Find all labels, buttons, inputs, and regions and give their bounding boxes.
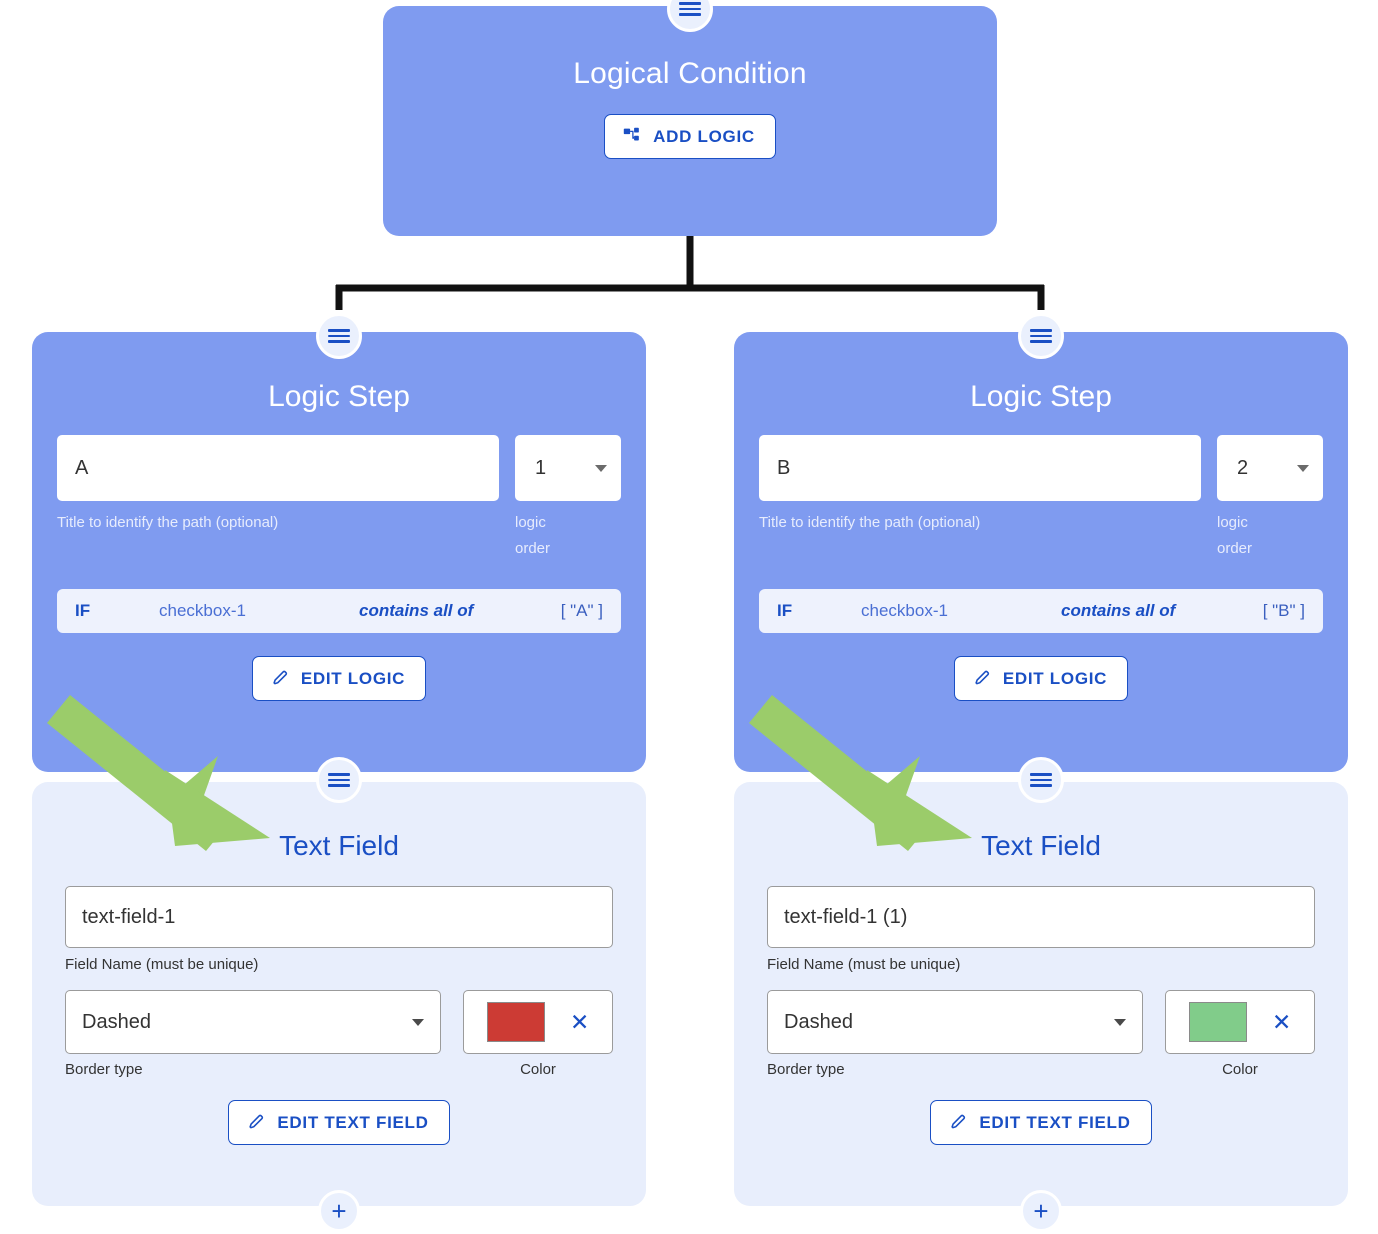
pencil-icon xyxy=(247,1113,266,1132)
color-label-b: Color xyxy=(1222,1061,1258,1078)
chevron-down-icon xyxy=(1114,1018,1126,1026)
border-type-select-b[interactable]: Dashed xyxy=(767,990,1143,1054)
drag-handle-text-field-b[interactable] xyxy=(1018,757,1064,803)
logic-step-card-a: Logic Step Title to identify the path (o… xyxy=(32,332,646,772)
field-name-input-b[interactable] xyxy=(767,886,1315,948)
edit-text-field-label-a: EDIT TEXT FIELD xyxy=(277,1113,429,1132)
hamburger-icon xyxy=(328,770,350,791)
logical-condition-card: Logical Condition ADD LOGIC xyxy=(383,6,997,236)
color-label-a: Color xyxy=(520,1061,556,1078)
logic-step-card-b: Logic Step Title to identify the path (o… xyxy=(734,332,1348,772)
logic-order-select-b[interactable]: 2 xyxy=(1217,435,1323,501)
path-title-input-a[interactable] xyxy=(57,435,499,501)
path-title-help-a: Title to identify the path (optional) xyxy=(57,514,279,531)
path-title-input-b[interactable] xyxy=(759,435,1201,501)
condition-value-a: [ "A" ] xyxy=(560,600,603,620)
text-field-card-b: Text Field Field Name (must be unique) D… xyxy=(734,782,1348,1206)
close-icon[interactable]: ✕ xyxy=(570,1008,590,1035)
edit-logic-button-b[interactable]: EDIT LOGIC xyxy=(953,655,1129,701)
edit-text-field-label-b: EDIT TEXT FIELD xyxy=(979,1113,1131,1132)
edit-text-field-button-a[interactable]: EDIT TEXT FIELD xyxy=(228,1100,450,1145)
edit-logic-button-a[interactable]: EDIT LOGIC xyxy=(251,655,427,701)
condition-summary-a: IF checkbox-1 contains all of [ "A" ] xyxy=(57,588,621,633)
account-tree-icon xyxy=(623,127,642,146)
hamburger-icon xyxy=(1030,770,1052,791)
field-name-input-a[interactable] xyxy=(65,886,613,948)
condition-keyword-b: IF xyxy=(777,600,793,620)
chevron-down-icon xyxy=(412,1018,424,1026)
edit-text-field-button-b[interactable]: EDIT TEXT FIELD xyxy=(930,1100,1152,1145)
condition-keyword-a: IF xyxy=(75,600,91,620)
add-logic-button[interactable]: ADD LOGIC xyxy=(604,114,776,159)
edit-logic-label-b: EDIT LOGIC xyxy=(1002,668,1108,688)
logic-order-value-b: 2 xyxy=(1237,456,1249,479)
chevron-down-icon xyxy=(1297,464,1309,472)
border-type-value-a: Dashed xyxy=(82,1010,151,1033)
color-picker-a: ✕ xyxy=(463,990,613,1054)
close-icon[interactable]: ✕ xyxy=(1272,1008,1292,1035)
condition-field-b: checkbox-1 xyxy=(861,600,948,620)
hamburger-icon xyxy=(328,326,350,347)
condition-operator-b: contains all of xyxy=(1061,600,1176,620)
logic-order-select-a[interactable]: 1 xyxy=(515,435,621,501)
edit-logic-label-a: EDIT LOGIC xyxy=(300,668,406,688)
color-picker-b: ✕ xyxy=(1165,990,1315,1054)
border-type-label-b: Border type xyxy=(767,1061,845,1078)
field-name-help-a: Field Name (must be unique) xyxy=(65,956,259,973)
path-title-help-b: Title to identify the path (optional) xyxy=(759,514,981,531)
condition-summary-b: IF checkbox-1 contains all of [ "B" ] xyxy=(759,588,1323,633)
border-type-value-b: Dashed xyxy=(784,1010,853,1033)
drag-handle-step-a[interactable] xyxy=(316,313,362,359)
drag-handle-root[interactable] xyxy=(667,0,713,32)
color-swatch-b[interactable] xyxy=(1188,1002,1247,1042)
drag-handle-step-b[interactable] xyxy=(1018,313,1064,359)
color-swatch-a[interactable] xyxy=(486,1002,545,1042)
drag-handle-text-field-a[interactable] xyxy=(316,757,362,803)
logic-step-title-a: Logic Step xyxy=(268,380,410,413)
condition-field-a: checkbox-1 xyxy=(159,600,246,620)
add-element-button-b[interactable]: + xyxy=(1020,1190,1062,1232)
logic-order-help-a: logic order xyxy=(515,514,551,558)
chevron-down-icon xyxy=(595,464,607,472)
logic-order-help-b: logic order xyxy=(1217,514,1253,558)
hamburger-icon xyxy=(679,0,701,19)
text-field-title-a: Text Field xyxy=(279,830,399,861)
condition-operator-a: contains all of xyxy=(359,600,474,620)
logic-order-value-a: 1 xyxy=(535,456,547,479)
add-element-button-a[interactable]: + xyxy=(318,1190,360,1232)
text-field-card-a: Text Field Field Name (must be unique) D… xyxy=(32,782,646,1206)
add-logic-label: ADD LOGIC xyxy=(653,127,755,146)
field-name-help-b: Field Name (must be unique) xyxy=(767,956,961,973)
hamburger-icon xyxy=(1030,326,1052,347)
text-field-title-b: Text Field xyxy=(981,830,1101,861)
condition-value-b: [ "B" ] xyxy=(1262,600,1305,620)
pencil-icon xyxy=(271,669,290,688)
border-type-select-a[interactable]: Dashed xyxy=(65,990,441,1054)
border-type-label-a: Border type xyxy=(65,1061,143,1078)
logic-step-title-b: Logic Step xyxy=(970,380,1112,413)
pencil-icon xyxy=(949,1113,968,1132)
pencil-icon xyxy=(973,669,992,688)
page-title: Logical Condition xyxy=(573,57,807,90)
